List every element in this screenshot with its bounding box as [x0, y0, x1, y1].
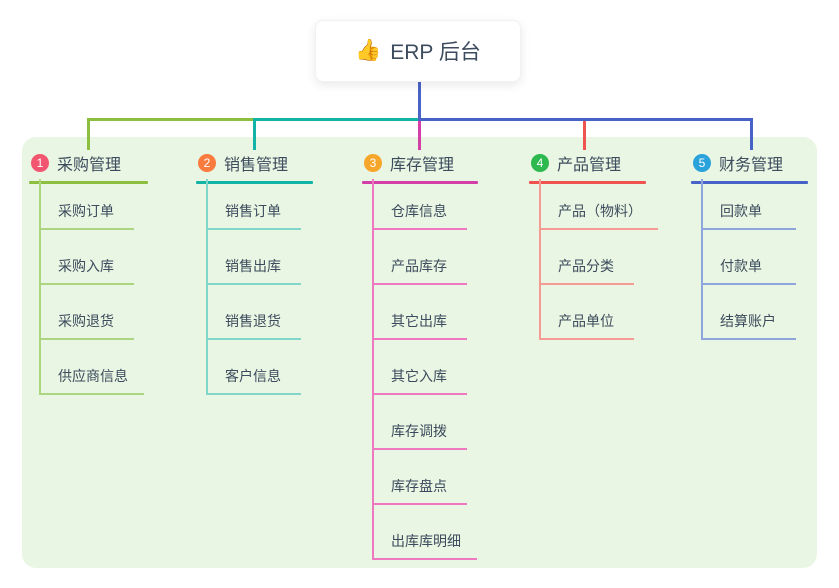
child-node[interactable]: 销售出库: [206, 256, 301, 285]
branch-4: 4 产品管理 产品（物料） 产品分类产品单位: [529, 151, 658, 340]
bus-segment-3: [418, 118, 753, 121]
child-connector-line: [39, 179, 41, 395]
branch-label: 产品管理: [557, 157, 622, 174]
branch-drop-line-3: [418, 118, 421, 150]
branch-node[interactable]: 1 采购管理: [29, 151, 148, 181]
child-node[interactable]: 产品分类: [539, 256, 634, 285]
child-node[interactable]: 销售退货: [206, 311, 301, 340]
branch-underline: [29, 181, 148, 184]
child-node[interactable]: 产品单位: [539, 311, 634, 340]
child-node[interactable]: 付款单: [701, 256, 796, 285]
child-node[interactable]: 产品（物料）: [539, 201, 658, 230]
branch-label: 库存管理: [390, 157, 455, 174]
branch-label: 财务管理: [719, 157, 784, 174]
branch-label: 销售管理: [224, 157, 289, 174]
branch-node[interactable]: 2 销售管理: [196, 151, 313, 181]
branch-number-badge: 1: [31, 154, 49, 172]
branch-5: 5 财务管理 回款单付款单结算账户: [691, 151, 808, 340]
branch-underline: [529, 181, 646, 184]
branch-number-badge: 2: [198, 154, 216, 172]
child-node[interactable]: 采购退货: [39, 311, 134, 340]
child-node[interactable]: 采购订单: [39, 201, 134, 230]
child-node[interactable]: 采购入库: [39, 256, 134, 285]
bus-segment-1: [87, 118, 253, 121]
branch-number-badge: 5: [693, 154, 711, 172]
child-node[interactable]: 库存盘点: [372, 476, 467, 505]
child-node[interactable]: 其它入库: [372, 366, 467, 395]
child-node[interactable]: 客户信息: [206, 366, 301, 395]
branch-underline: [691, 181, 808, 184]
branch-drop-line-4: [583, 118, 586, 150]
child-node[interactable]: 出库库明细: [372, 531, 477, 560]
child-connector-line: [701, 179, 703, 340]
child-connector-line: [372, 179, 374, 560]
thumbs-up-icon: 👍: [355, 39, 382, 62]
root-node[interactable]: 👍 ERP 后台: [315, 20, 521, 82]
bus-segment-2: [253, 118, 418, 121]
child-node[interactable]: 库存调拨: [372, 421, 467, 450]
branch-2: 2 销售管理 销售订单销售出库销售退货客户信息: [196, 151, 313, 395]
branch-underline: [362, 181, 478, 184]
branch-3: 3 库存管理 仓库信息产品库存其它出库其它入库库存调拨库存盘点出库库明细: [362, 151, 478, 560]
child-node[interactable]: 其它出库: [372, 311, 467, 340]
branch-1: 1 采购管理 采购订单采购入库采购退货供应商信息: [29, 151, 148, 395]
child-node[interactable]: 仓库信息: [372, 201, 467, 230]
branch-node[interactable]: 4 产品管理: [529, 151, 646, 181]
child-node[interactable]: 销售订单: [206, 201, 301, 230]
root-connector-line: [418, 82, 421, 121]
mindmap-panel: [22, 137, 817, 568]
child-node[interactable]: 结算账户: [701, 311, 796, 340]
child-node[interactable]: 供应商信息: [39, 366, 144, 395]
branch-drop-line-5: [750, 118, 753, 150]
child-node[interactable]: 产品库存: [372, 256, 467, 285]
branch-node[interactable]: 3 库存管理: [362, 151, 478, 181]
branch-node[interactable]: 5 财务管理: [691, 151, 808, 181]
branch-drop-line-1: [87, 118, 90, 150]
child-connector-line: [206, 179, 208, 395]
branch-number-badge: 3: [364, 154, 382, 172]
branch-number-badge: 4: [531, 154, 549, 172]
child-connector-line: [539, 179, 541, 340]
branch-drop-line-2: [253, 118, 256, 150]
child-node[interactable]: 回款单: [701, 201, 796, 230]
root-node-label: ERP 后台: [390, 41, 481, 64]
branch-underline: [196, 181, 313, 184]
branch-label: 采购管理: [57, 157, 122, 174]
